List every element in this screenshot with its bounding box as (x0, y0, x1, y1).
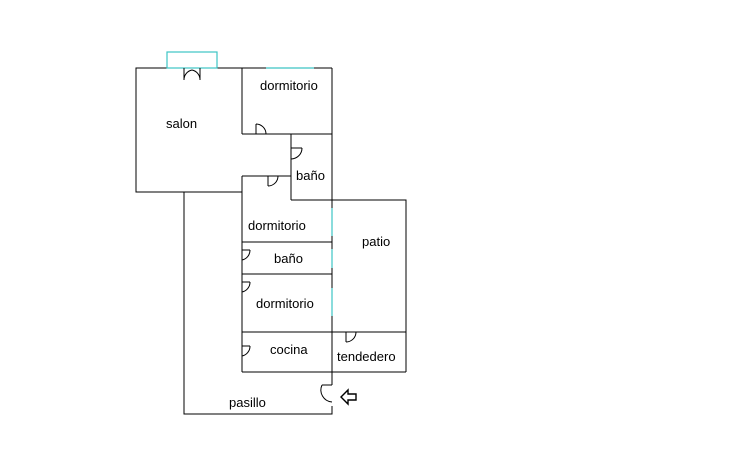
room-label-dormitorio-3: dormitorio (256, 296, 314, 311)
door-entrance (320, 384, 333, 403)
door-salon-balcony (183, 68, 201, 81)
room-label-pasillo: pasillo (229, 395, 266, 410)
room-label-dormitorio-1: dormitorio (260, 78, 318, 93)
room-label-bano-1: baño (296, 168, 325, 183)
room-label-tendedero: tendedero (337, 349, 396, 364)
door-dormitorio2 (267, 175, 279, 187)
door-tendedero (345, 331, 357, 343)
wall-pasillo (183, 192, 333, 415)
door-dormitorio1 (255, 123, 267, 135)
windows (166, 51, 333, 316)
room-label-salon: salon (166, 116, 197, 131)
door-cocina (241, 345, 251, 357)
room-labels: salon dormitorio baño dormitorio baño do… (166, 78, 396, 410)
doors (183, 68, 357, 403)
room-label-cocina: cocina (270, 342, 308, 357)
room-label-bano-2: baño (274, 251, 303, 266)
door-dormitorio3 (241, 281, 251, 293)
door-bano2 (241, 249, 251, 261)
room-label-dormitorio-2: dormitorio (248, 218, 306, 233)
walls (135, 67, 407, 415)
door-bano1 (290, 147, 303, 160)
room-label-patio: patio (362, 234, 390, 249)
window-salon-bay (166, 51, 218, 69)
wall-patio (332, 199, 407, 372)
entrance-arrow-icon (340, 388, 357, 406)
